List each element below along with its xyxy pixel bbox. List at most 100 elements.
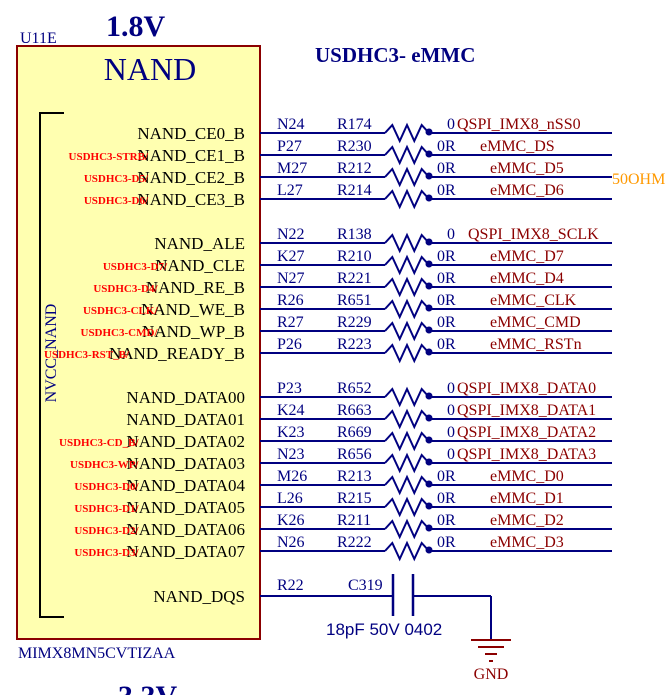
- resistor-value: 0R: [437, 182, 456, 199]
- part-number: MIMX8MN5CVTIZAA: [18, 645, 176, 662]
- resistor-symbol[interactable]: [384, 276, 430, 298]
- net-label: eMMC_CMD: [490, 314, 581, 331]
- resistor-value: 0R: [437, 138, 456, 155]
- pin-row: [260, 452, 612, 474]
- pin-alt-function: USDHC3-CD_B/: [59, 437, 139, 449]
- resistor-value: 0R: [437, 160, 456, 177]
- ground-symbol: [471, 639, 511, 662]
- resistor-symbol[interactable]: [384, 342, 430, 364]
- pin-alt-function: USDHC3-RST_B/: [44, 349, 130, 361]
- resistor-ref: R138: [337, 226, 372, 243]
- resistor-symbol[interactable]: [384, 298, 430, 320]
- pin-row: [260, 276, 612, 298]
- pin-name: NAND_CLE: [155, 256, 245, 275]
- resistor-symbol[interactable]: [384, 496, 430, 518]
- pin-alt-function: USDHC3-CLK/: [83, 305, 159, 317]
- resistor-symbol[interactable]: [384, 474, 430, 496]
- pin-ball: M27: [277, 160, 307, 177]
- resistor-ref: R223: [337, 336, 372, 353]
- component-designator: U11E: [20, 30, 57, 47]
- resistor-symbol[interactable]: [384, 386, 430, 408]
- pin-ball: N23: [277, 446, 305, 463]
- resistor-ref: R652: [337, 380, 372, 397]
- pin-row: [260, 144, 612, 166]
- pin-ball: N24: [277, 116, 305, 133]
- supply-pin-label: NVCC_NAND: [43, 304, 60, 403]
- resistor-value: 0R: [437, 512, 456, 529]
- resistor-value: 0: [447, 446, 455, 463]
- resistor-symbol[interactable]: [384, 166, 430, 188]
- resistor-symbol[interactable]: [384, 518, 430, 540]
- pin-ball: P26: [277, 336, 302, 353]
- resistor-pin-dot: [425, 260, 433, 268]
- resistor-pin-dot: [425, 458, 433, 466]
- pin-name: NAND_CE0_B: [137, 124, 245, 143]
- resistor-symbol[interactable]: [384, 232, 430, 254]
- resistor-pin-dot: [425, 282, 433, 290]
- pin-ball: M26: [277, 468, 307, 485]
- pin-name: NAND_WE_B: [141, 300, 245, 319]
- resistor-ref: R669: [337, 424, 372, 441]
- section-title: USDHC3- eMMC: [315, 43, 475, 67]
- pin-alt-function: USDHC3-D5/: [84, 173, 149, 185]
- resistor-pin-dot: [425, 304, 433, 312]
- resistor-ref: R651: [337, 292, 372, 309]
- resistor-value: 0R: [437, 490, 456, 507]
- resistor-symbol[interactable]: [384, 320, 430, 342]
- resistor-symbol[interactable]: [384, 430, 430, 452]
- resistor-value: 0R: [437, 534, 456, 551]
- resistor-pin-dot: [425, 436, 433, 444]
- net-label: QSPI_IMX8_DATA3: [457, 446, 596, 463]
- resistor-value: 0: [447, 226, 455, 243]
- net-label: eMMC_D5: [490, 160, 564, 177]
- resistor-value: 0R: [437, 292, 456, 309]
- net-label: eMMC_D2: [490, 512, 564, 529]
- offsheet-note: 50OHM: [612, 171, 665, 188]
- pin-name: NAND_READY_B: [109, 344, 245, 363]
- net-label: QSPI_IMX8_DATA0: [457, 380, 596, 397]
- resistor-pin-dot: [425, 150, 433, 158]
- pin-row: [260, 254, 612, 276]
- resistor-ref: R211: [337, 512, 371, 529]
- voltage-label-top: 1.8V: [106, 10, 166, 43]
- dqs-ball: R22: [277, 577, 304, 594]
- capacitor-ref: C319: [348, 577, 383, 594]
- pin-ball: N22: [277, 226, 305, 243]
- pin-row: [260, 342, 612, 364]
- pin-alt-function: USDHC3-D2/: [74, 525, 139, 537]
- resistor-symbol[interactable]: [384, 408, 430, 430]
- component-body[interactable]: [16, 45, 261, 640]
- capacitor-value: 18pF 50V 0402: [326, 620, 442, 639]
- pin-name: NAND_DATA02: [126, 432, 245, 451]
- pin-row: [260, 122, 612, 144]
- pin-ball: R26: [277, 292, 304, 309]
- resistor-ref: R212: [337, 160, 372, 177]
- pin-name: NAND_DATA04: [126, 476, 245, 495]
- resistor-symbol[interactable]: [384, 188, 430, 210]
- resistor-symbol[interactable]: [384, 540, 430, 562]
- pin-name: NAND_CE1_B: [137, 146, 245, 165]
- pin-row: [260, 408, 612, 430]
- net-label: QSPI_IMX8_DATA1: [457, 402, 596, 419]
- resistor-value: 0R: [437, 270, 456, 287]
- resistor-pin-dot: [425, 194, 433, 202]
- pin-ball: N26: [277, 534, 305, 551]
- resistor-value: 0: [447, 424, 455, 441]
- net-label: eMMC_D4: [490, 270, 564, 287]
- pin-name: NAND_DATA05: [126, 498, 245, 517]
- resistor-ref: R663: [337, 402, 372, 419]
- resistor-symbol[interactable]: [384, 254, 430, 276]
- pin-ball: P23: [277, 380, 302, 397]
- resistor-symbol[interactable]: [384, 452, 430, 474]
- resistor-symbol[interactable]: [384, 122, 430, 144]
- pin-name: NAND_ALE: [154, 234, 245, 253]
- resistor-symbol[interactable]: [384, 144, 430, 166]
- resistor-value: 0R: [437, 248, 456, 265]
- pin-alt-function: USDHC3-STRB/: [69, 151, 149, 163]
- pin-ball: L27: [277, 182, 303, 199]
- pin-row: [260, 430, 612, 452]
- net-label: eMMC_RSTn: [490, 336, 582, 353]
- resistor-pin-dot: [425, 480, 433, 488]
- pin-alt-function: USDHC3-D6/: [84, 195, 149, 207]
